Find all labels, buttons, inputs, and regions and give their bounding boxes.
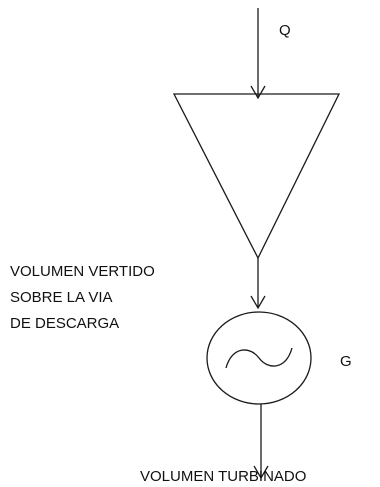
- spill-label: VOLUMEN VERTIDO SOBRE LA VIA DE DESCARGA: [10, 263, 155, 332]
- reservoir-triangle: [172, 93, 341, 260]
- spill-label-line-2: SOBRE LA VIA: [10, 289, 113, 306]
- inflow-label: Q: [279, 22, 291, 39]
- spill-label-line-1: VOLUMEN VERTIDO: [10, 263, 155, 280]
- generator-label: G: [340, 353, 352, 370]
- generator-symbol: [206, 311, 312, 405]
- turbined-arrow: [253, 404, 269, 480]
- inflow-arrow: [250, 8, 266, 100]
- spill-label-line-3: DE DESCARGA: [10, 315, 119, 332]
- spill-arrow: [250, 258, 266, 310]
- turbined-label: VOLUMEN TURBINADO: [140, 468, 306, 485]
- generator-sine-wave: [225, 347, 293, 369]
